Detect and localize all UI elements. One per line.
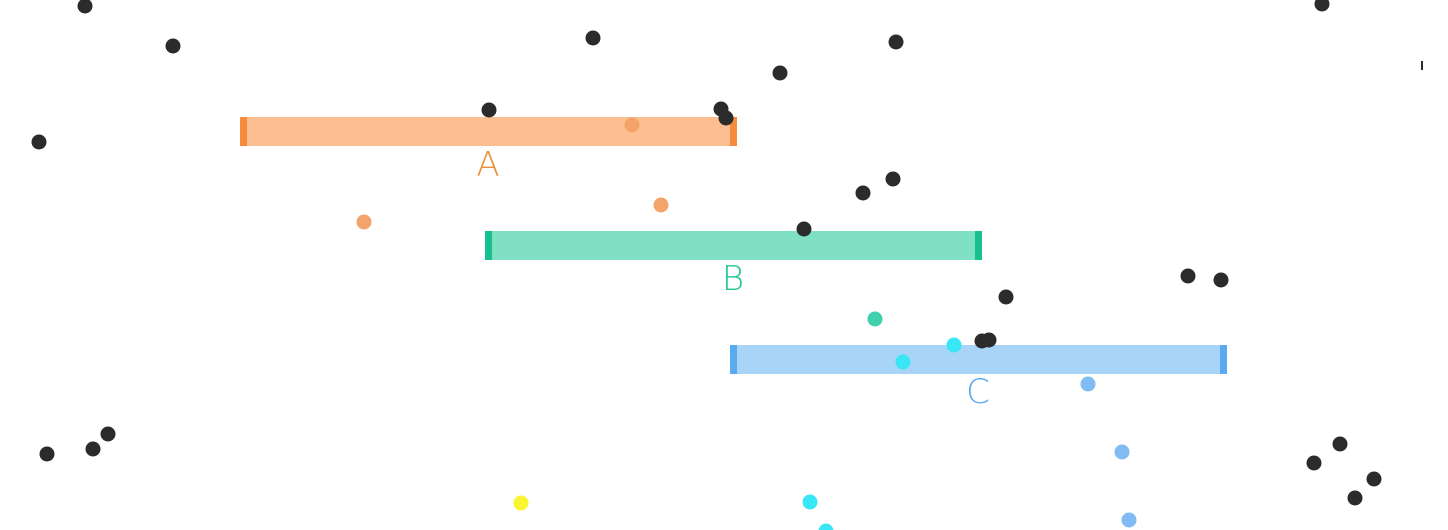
dot-dark-marker bbox=[981, 332, 997, 348]
bar-c-right-cap bbox=[1220, 345, 1227, 374]
dot-dark-marker bbox=[77, 0, 93, 14]
bar-c: C bbox=[730, 345, 1227, 412]
dot-blue-marker bbox=[1121, 512, 1137, 528]
dot-dark-marker bbox=[85, 441, 101, 457]
dot-dark-marker bbox=[1366, 471, 1382, 487]
dot-yellow-marker bbox=[513, 495, 529, 511]
dot-dark-marker bbox=[998, 289, 1014, 305]
dot-dark-marker bbox=[885, 171, 901, 187]
bar-b-left-cap bbox=[485, 231, 492, 260]
dot-dark-marker bbox=[1306, 455, 1322, 471]
dot-dark-marker bbox=[1347, 490, 1363, 506]
dot-dark-marker bbox=[888, 34, 904, 50]
bar-c-left-cap bbox=[730, 345, 737, 374]
dot-dark-marker bbox=[855, 185, 871, 201]
bar-b-right-cap bbox=[975, 231, 982, 260]
dot-orange-marker bbox=[356, 214, 372, 230]
bar-a-right-cap bbox=[730, 117, 737, 146]
dot-green-marker bbox=[867, 311, 883, 327]
bar-b-label: B bbox=[722, 259, 744, 299]
dot-cyan-marker bbox=[818, 523, 834, 530]
dot-cyan-marker bbox=[946, 337, 962, 353]
bar-a: A bbox=[240, 117, 737, 185]
dot-cyan-marker bbox=[895, 354, 911, 370]
dot-blue-marker bbox=[1114, 444, 1130, 460]
dot-dark-marker bbox=[1180, 268, 1196, 284]
dot-dark-edge-marker bbox=[1421, 61, 1423, 70]
bar-c-label: C bbox=[966, 372, 990, 412]
dot-dark-marker bbox=[481, 102, 497, 118]
dot-orange-marker bbox=[653, 197, 669, 213]
dot-dark-marker bbox=[31, 134, 47, 150]
dot-cyan-marker bbox=[802, 494, 818, 510]
dot-dark-marker bbox=[585, 30, 601, 46]
dot-dark-marker bbox=[772, 65, 788, 81]
dot-orange-marker bbox=[624, 117, 640, 133]
bar-a-body bbox=[240, 117, 737, 146]
bar-c-body bbox=[730, 345, 1227, 374]
dot-dark-marker bbox=[1213, 272, 1229, 288]
dot-dark-marker bbox=[1332, 436, 1348, 452]
bar-b: B bbox=[485, 231, 982, 299]
bar-a-label: A bbox=[476, 145, 499, 185]
dot-blue-marker bbox=[1080, 376, 1096, 392]
bar-b-body bbox=[485, 231, 982, 260]
dot-dark-marker bbox=[718, 110, 734, 126]
bar-a-left-cap bbox=[240, 117, 247, 146]
dot-dark-marker bbox=[796, 221, 812, 237]
dot-dark-marker bbox=[100, 426, 116, 442]
dot-dark-marker bbox=[165, 38, 181, 54]
dots-layer bbox=[31, 0, 1423, 530]
dot-dark-marker bbox=[1314, 0, 1330, 12]
dot-dark-marker bbox=[39, 446, 55, 462]
